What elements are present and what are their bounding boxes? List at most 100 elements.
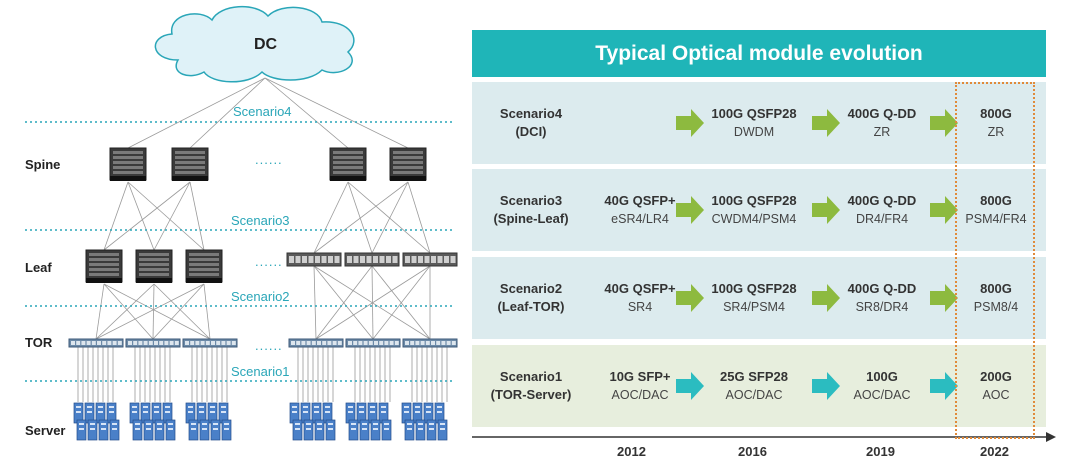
scenario1-label: Scenario1 [231, 364, 290, 379]
row-label: Scenario4 (DCI) [472, 82, 590, 164]
cell-sub: DR4/FR4 [855, 212, 909, 226]
row-label-subtitle: (Leaf-TOR) [497, 299, 565, 314]
arrow-right-icon [812, 284, 840, 312]
year-label: 2012 [617, 444, 646, 459]
cell-2012: 40G QSFP+ SR4 [592, 257, 688, 339]
leaf-switch-icon [344, 252, 400, 267]
cell-sub: AOC/DAC [853, 388, 911, 402]
row-label: Scenario1 (TOR-Server) [472, 345, 590, 427]
cell-2019: 400G Q-DD DR4/FR4 [834, 169, 930, 251]
spine-switch-icon [329, 147, 367, 181]
spine-switch-icon [109, 147, 147, 181]
server-rack-icon [129, 402, 176, 441]
server-rack-icon [289, 402, 336, 441]
timeline-arrowhead [1046, 432, 1056, 442]
cell-main: 25G SFP28 [720, 369, 788, 384]
cell-2016: 100G QSFP28 SR4/PSM4 [706, 257, 802, 339]
row-label-title: Scenario1 [499, 369, 563, 384]
year-label: 2019 [866, 444, 895, 459]
tor-ellipsis: ...... [255, 338, 283, 353]
server-rack-icon [345, 402, 392, 441]
scenario3-label: Scenario3 [231, 213, 290, 228]
cell-2019: 400G Q-DD SR8/DR4 [834, 257, 930, 339]
cell-sub: CWDM4/PSM4 [711, 212, 797, 226]
cell-2022: 200G AOC [956, 345, 1036, 427]
dc-cloud-icon [154, 5, 355, 83]
arrow-right-icon [930, 284, 958, 312]
cell-2022: 800G PSM8/4 [956, 257, 1036, 339]
tor-switch-icon [345, 338, 401, 348]
dc-label: DC [254, 36, 278, 53]
cell-2022: 800G PSM4/FR4 [956, 169, 1036, 251]
cell-main: 100G QSFP28 [711, 106, 797, 121]
cell-sub: AOC/DAC [725, 388, 783, 402]
server-rack-icon [73, 402, 120, 441]
cell-sub: AOC [982, 388, 1010, 402]
server-rack-icon [401, 402, 448, 441]
table-title: Typical Optical module evolution [472, 30, 1046, 77]
cell-main: 800G [980, 106, 1012, 121]
arrow-right-icon [812, 372, 840, 400]
spine-switch-icon [171, 147, 209, 181]
row-label-subtitle: (TOR-Server) [490, 387, 572, 402]
leaf-layer-label: Leaf [25, 260, 52, 275]
cell-2016: 100G QSFP28 CWDM4/PSM4 [706, 169, 802, 251]
cell-main: 800G [980, 193, 1012, 208]
row-scenario1: Scenario1 (TOR-Server) 10G SFP+ AOC/DAC … [472, 345, 1046, 427]
scenario2-label: Scenario2 [231, 289, 290, 304]
cell-main: 100G QSFP28 [711, 281, 797, 296]
leaf-switch-icon [135, 249, 173, 283]
arrow-right-icon [812, 196, 840, 224]
row-label-title: Scenario4 [499, 106, 563, 121]
2022-highlight-box [955, 82, 1035, 439]
arrow-right-icon [676, 372, 704, 400]
leaf-switch-icon [185, 249, 223, 283]
tor-layer-label: TOR [25, 335, 53, 350]
arrow-right-icon [930, 372, 958, 400]
cell-main: 100G [866, 369, 898, 384]
cell-sub: SR4 [627, 300, 653, 314]
year-label: 2016 [738, 444, 767, 459]
cell-main: 800G [980, 281, 1012, 296]
cell-sub: ZR [987, 125, 1005, 139]
cell-main: 200G [980, 369, 1012, 384]
cell-sub: PSM4/FR4 [965, 212, 1027, 226]
arrow-right-icon [676, 196, 704, 224]
cell-main: 400G Q-DD [847, 281, 917, 296]
cell-main: 40G QSFP+ [604, 281, 676, 296]
row-label-subtitle: (Spine-Leaf) [493, 211, 569, 226]
arrow-right-icon [676, 284, 704, 312]
arrow-right-icon [930, 196, 958, 224]
arrow-right-icon [676, 109, 704, 137]
cell-2012: 40G QSFP+ eSR4/LR4 [592, 169, 688, 251]
spine-switch-icon [389, 147, 427, 181]
row-label-subtitle: (DCI) [515, 124, 547, 139]
leaf-switch-icon [286, 252, 342, 267]
cell-sub: DWDM [733, 125, 775, 139]
cell-sub: SR4/PSM4 [723, 300, 785, 314]
server-layer-label: Server [25, 423, 66, 438]
arrow-right-icon [930, 109, 958, 137]
cell-2019: 400G Q-DD ZR [834, 82, 930, 164]
leaf-ellipsis: ...... [255, 254, 283, 269]
arrow-right-icon [812, 109, 840, 137]
cell-main: 400G Q-DD [847, 106, 917, 121]
cell-2022: 800G ZR [956, 82, 1036, 164]
tor-switch-icon [125, 338, 181, 348]
cell-sub: PSM8/4 [973, 300, 1019, 314]
leaf-switch-icon [85, 249, 123, 283]
scenario4-label: Scenario4 [233, 104, 292, 119]
row-label-title: Scenario2 [499, 281, 563, 296]
cell-sub: ZR [873, 125, 891, 139]
spine-layer-label: Spine [25, 157, 61, 172]
cell-2012 [592, 82, 688, 164]
year-label: 2022 [980, 444, 1009, 459]
cell-sub: eSR4/LR4 [611, 212, 669, 226]
spine-ellipsis: ...... [255, 152, 283, 167]
row-scenario4: Scenario4 (DCI) 100G QSFP28 DWDM 400G Q-… [472, 82, 1046, 164]
row-label: Scenario3 (Spine-Leaf) [472, 169, 590, 251]
cell-sub: AOC/DAC [611, 388, 669, 402]
cell-sub: SR8/DR4 [855, 300, 909, 314]
tor-switch-icon [288, 338, 344, 348]
